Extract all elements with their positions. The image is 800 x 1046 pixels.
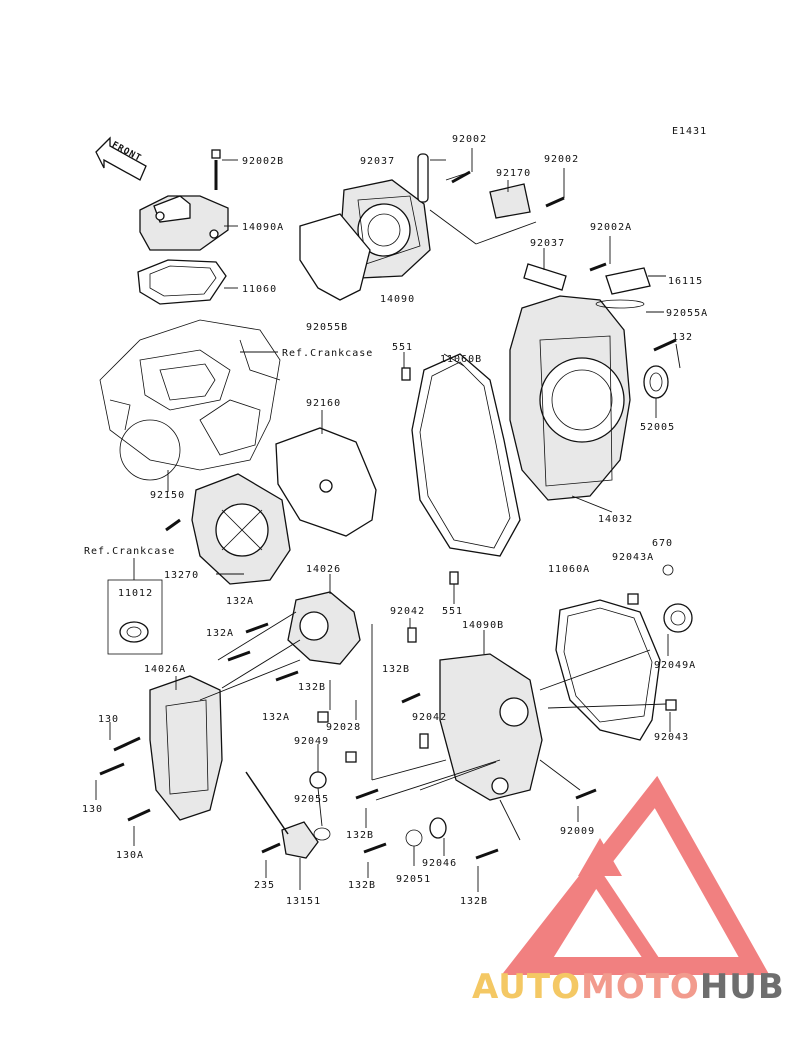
part-label-130-a: 130 [98,714,119,725]
part-label-132b-2: 132B [298,682,326,693]
gasket-92055b-drawing [299,213,371,301]
cover-14090b-drawing [355,627,597,860]
cover-14032-drawing [509,262,677,501]
part-label-132b-1: 132B [382,664,410,675]
part-label-92002-a: 92002 [452,134,487,145]
leader-lines [95,148,681,892]
part-label-92037-a: 92037 [360,156,395,167]
ref-crankcase-lower: Ref.Crankcase [84,546,175,557]
part-label-92046: 92046 [422,858,457,869]
logo-word-moto: MOTO [581,967,700,1007]
gasket-11060a-drawing [555,564,693,741]
part-label-92051: 92051 [396,874,431,885]
small-parts-bottom-drawing [245,711,447,859]
part-label-132b-3: 132B [346,830,374,841]
part-label-14026: 14026 [306,564,341,575]
part-label-670: 670 [652,538,673,549]
logo-word-auto: AUTO [472,967,581,1007]
ref-crankcase-upper: Ref.Crankcase [282,348,373,359]
logo-triangle-icon [501,775,770,975]
part-label-132a-2: 132A [206,628,234,639]
part-label-14090: 14090 [380,294,415,305]
part-label-92042-a: 92042 [390,606,425,617]
part-label-92049: 92049 [294,736,329,747]
part-label-132a-1: 132A [226,596,254,607]
part-label-92049a: 92049A [654,660,696,671]
part-label-92055: 92055 [294,794,329,805]
logo-word-hub: HUB [700,967,785,1007]
cover-14026a-drawing [99,675,223,822]
seal-11012-box [107,579,163,655]
part-label-130-b: 130 [82,804,103,815]
diagram-code: E1431 [672,126,707,137]
part-label-13270: 13270 [164,570,199,581]
part-label-132b-5: 132B [460,896,488,907]
part-label-11060a: 11060A [548,564,590,575]
automotohub-logo: AUTOMOTOHUB [472,775,785,1007]
part-label-14026a: 14026A [144,664,186,675]
pump-14026-drawing [227,591,361,682]
gasket-92160-drawing [275,427,377,537]
part-label-52005: 52005 [640,422,675,433]
part-label-92002-b: 92002 [544,154,579,165]
part-label-92170: 92170 [496,168,531,179]
part-label-13151: 13151 [286,896,321,907]
part-label-92037-b: 92037 [530,238,565,249]
gasket-11060-drawing [137,259,227,305]
gasket-11060b-drawing [401,353,521,585]
part-label-92150: 92150 [150,490,185,501]
part-label-92055b: 92055B [306,322,348,333]
part-label-11060b: 11060B [440,354,482,365]
part-label-551-a: 551 [392,342,413,353]
part-label-92009: 92009 [560,826,595,837]
part-label-14090a: 14090A [242,222,284,233]
part-label-235: 235 [254,880,275,891]
part-label-92043: 92043 [654,732,689,743]
part-label-14032: 14032 [598,514,633,525]
part-label-92043a: 92043A [612,552,654,563]
part-label-92028: 92028 [326,722,361,733]
cover-14090a-drawing [139,149,229,251]
part-label-92002b: 92002B [242,156,284,167]
part-label-11012: 11012 [118,588,153,599]
part-label-92055a: 92055A [666,308,708,319]
part-label-551-b: 551 [442,606,463,617]
crankcase-drawing [99,319,281,481]
part-label-130a: 130A [116,850,144,861]
front-arrow-icon: FRONT [95,136,147,181]
part-label-14090b: 14090B [462,620,504,631]
svg-text:AUTOMOTOHUB: AUTOMOTOHUB [472,967,785,1007]
small-parts-top-drawing [417,153,565,245]
part-label-92160: 92160 [306,398,341,409]
part-label-11060: 11060 [242,284,277,295]
cover-13270-drawing [165,473,291,585]
part-label-132b-4: 132B [348,880,376,891]
part-label-92002a: 92002A [590,222,632,233]
part-label-92042-b: 92042 [412,712,447,723]
part-label-16115: 16115 [668,276,703,287]
part-label-132-a: 132 [672,332,693,343]
part-label-132a-3: 132A [262,712,290,723]
